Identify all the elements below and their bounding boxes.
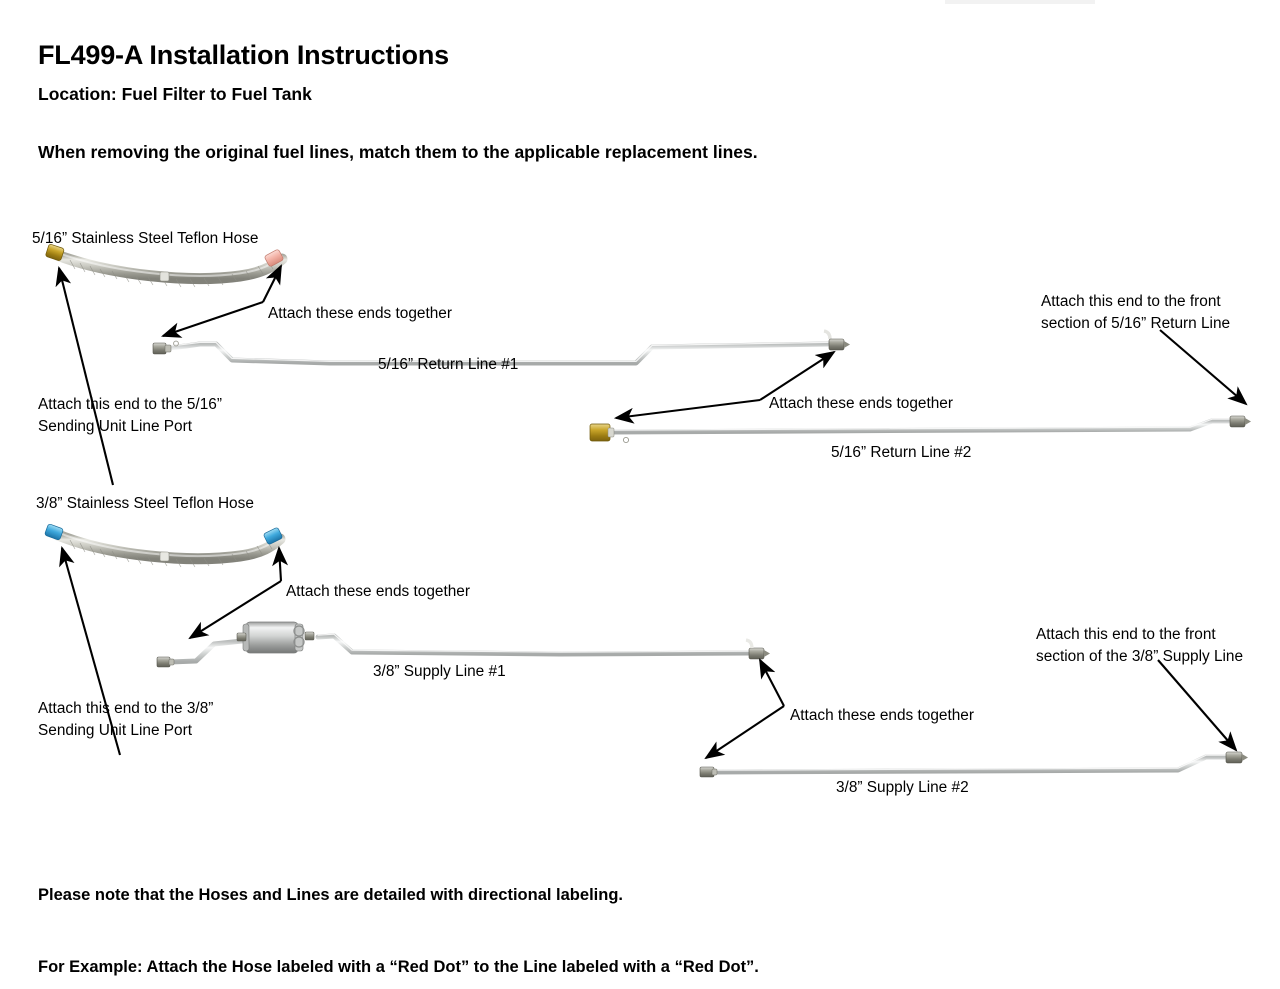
annotation-attach-516-sending-unit: Attach this end to the 5/16” Sending Uni… [38,396,222,435]
note-line-2: For Example: Attach the Hose labeled wit… [38,957,759,976]
label-hose-516: 5/16” Stainless Steel Teflon Hose [32,230,259,247]
scan-artifact-band [945,0,1095,4]
hose-516-graphic [45,244,288,288]
fuel-filter-canister [236,621,315,654]
annotation-attach-front-516-return: Attach this end to the front section of … [1041,293,1231,332]
arrow-38-line1-right-end [759,658,785,707]
hose-38-graphic [44,523,286,568]
arrow-516-line2-left-end [613,398,761,424]
supply-line-1-graphic [156,621,770,668]
annotation-attach-ends-516-hose: Attach these ends together [268,305,452,322]
label-hose-38: 3/8” Stainless Steel Teflon Hose [36,495,254,512]
hose-38-right-blue-fitting [263,527,283,545]
arrow-38-line2-left-end [704,705,785,760]
arrow-516-hose-end [262,264,282,303]
annotation-attach-ends-516-lines: Attach these ends together [769,395,953,412]
label-return-line-1: 5/16” Return Line #1 [378,356,519,373]
directional-labeling-note: Please note that the Hoses and Lines are… [38,836,759,989]
arrow-38-line1-left-end [188,580,282,640]
return-line-1-graphic [152,329,850,366]
arrow-516-line1-left-end [161,301,264,338]
hose-38-left-blue-fitting [44,523,64,541]
arrow-38-hose-end [272,545,289,582]
annotation-attach-38-sending-unit: Attach this end to the 3/8” Sending Unit… [38,700,214,739]
label-supply-line-1: 3/8” Supply Line #1 [373,663,506,680]
hose-516-red-dot-fitting [264,249,284,267]
arrow-38-sending-unit [59,545,122,756]
label-supply-line-2: 3/8” Supply Line #2 [836,779,969,796]
location-subtitle: Location: Fuel Filter to Fuel Tank [38,84,312,104]
label-return-line-2: 5/16” Return Line #2 [831,444,972,461]
arrow-516-front-section [1159,329,1248,406]
note-line-1: Please note that the Hoses and Lines are… [38,885,623,904]
hose-516-brass-fitting [45,244,65,261]
arrow-516-line1-right-end [759,350,836,401]
return-line-2-graphic [589,415,1251,444]
supply-line-2-graphic [699,751,1248,778]
annotation-attach-ends-38-lines: Attach these ends together [790,707,974,724]
annotation-attach-front-38-supply: Attach this end to the front section of … [1036,626,1244,665]
page-title: FL499-A Installation Instructions [38,40,449,70]
matching-instruction-text: When removing the original fuel lines, m… [38,142,758,162]
arrow-38-front-section [1157,659,1238,752]
arrow-516-sending-unit [55,265,115,486]
annotation-attach-ends-38-hose: Attach these ends together [286,583,470,600]
